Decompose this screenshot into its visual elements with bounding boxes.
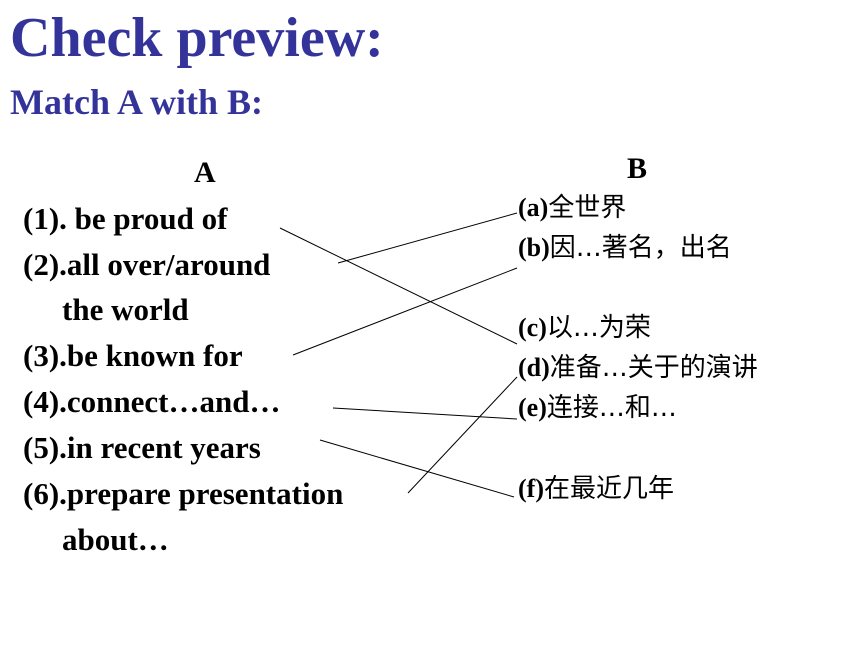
column-b-key: (d) xyxy=(518,353,550,382)
column-b-item-e: (e)连接…和… xyxy=(518,393,677,423)
match-line-4-e xyxy=(332,407,518,420)
match-line-6-d xyxy=(407,376,518,494)
match-line-2-a xyxy=(337,212,518,264)
page-title: Check preview: xyxy=(10,7,384,69)
column-a-item-3: (3).be known for xyxy=(23,338,243,373)
column-a-header: A xyxy=(194,156,216,189)
column-b-item-b: (b)因…著名，出名 xyxy=(518,233,732,263)
column-a-item-1: (1). be proud of xyxy=(23,201,228,236)
column-b-item-c: (c)以…为荣 xyxy=(518,313,651,343)
column-b-key: (f) xyxy=(518,474,544,503)
column-b-key: (a) xyxy=(518,193,549,222)
column-b-text: 连接…和… xyxy=(546,393,677,423)
match-line-1-c xyxy=(279,227,518,345)
match-line-5-f xyxy=(319,439,515,498)
column-a-item-5: (5).in recent years xyxy=(23,430,261,465)
column-a-item-4: (4).connect…and… xyxy=(23,384,281,419)
column-a-item-6: (6).prepare presentation xyxy=(23,476,344,511)
column-b-key: (c) xyxy=(518,313,547,342)
page-subtitle: Match A with B: xyxy=(10,82,264,122)
column-b-text: 在最近几年 xyxy=(543,474,674,504)
column-a-item-2-cont: the world xyxy=(62,292,189,327)
column-b-key: (b) xyxy=(518,233,550,262)
column-b-item-d: (d)准备…关于的演讲 xyxy=(518,353,758,383)
column-b-header: B xyxy=(627,152,648,185)
column-b-text: 全世界 xyxy=(548,193,627,223)
column-b-text: 因…著名，出名 xyxy=(549,233,732,263)
column-b-text: 以…为荣 xyxy=(546,313,651,343)
match-line-3-b xyxy=(292,267,518,356)
column-a-item-6-cont: about… xyxy=(62,522,169,557)
column-b-key: (e) xyxy=(518,393,547,422)
column-b-text: 准备…关于的演讲 xyxy=(549,353,758,383)
column-b-item-f: (f)在最近几年 xyxy=(518,474,674,504)
column-a-item-2: (2).all over/around xyxy=(23,247,271,282)
column-b-item-a: (a)全世界 xyxy=(518,193,627,223)
